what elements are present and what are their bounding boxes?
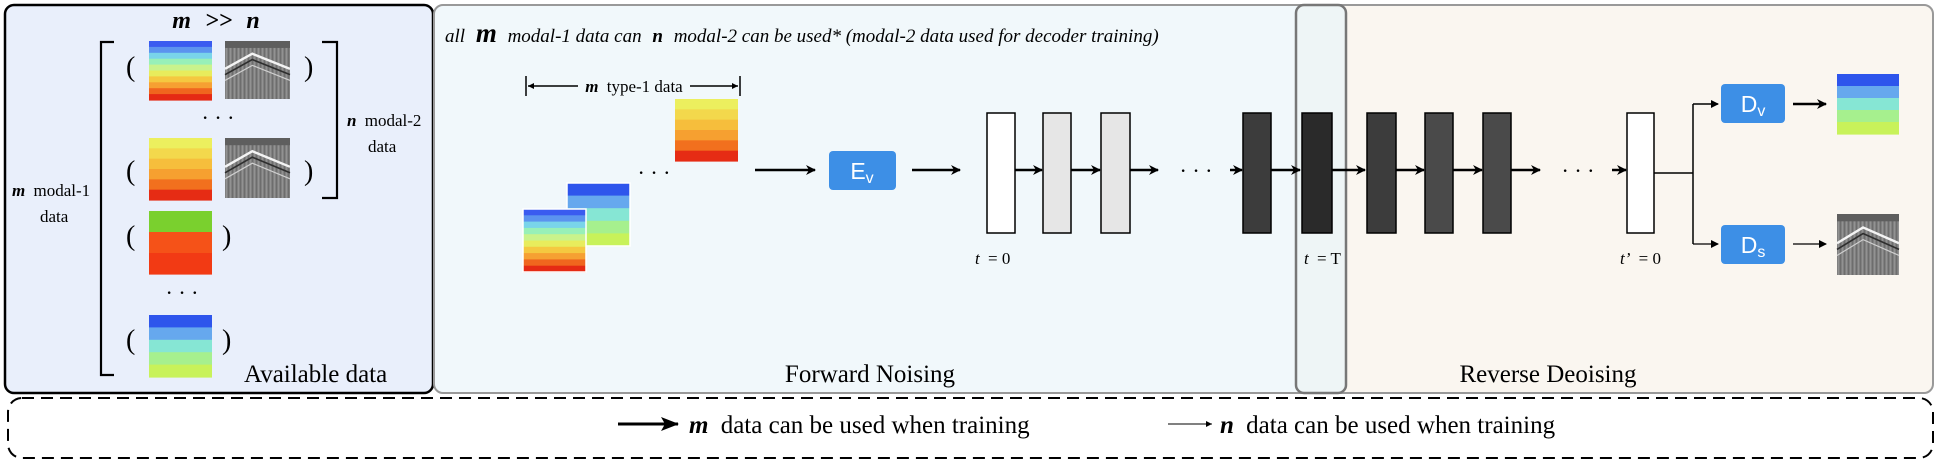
legend-thick-text: m data can be used when training <box>689 412 1030 439</box>
decoder-dv-block <box>1721 84 1785 123</box>
latent-step-t2 <box>1100 112 1131 234</box>
t0-label: t = 0 <box>975 249 1010 268</box>
stack-ellipsis: · · · <box>638 160 671 185</box>
seismic-thumbnail <box>224 138 291 198</box>
paren-close: ) <box>304 156 313 187</box>
velocity-model-thumbnail <box>149 315 212 378</box>
seismic-thumbnail <box>224 41 291 99</box>
paren-open: ( <box>126 325 135 356</box>
vertical-ellipsis: · · · <box>202 105 235 130</box>
ratio-n: n <box>246 8 259 34</box>
latent-step-late <box>1242 112 1272 234</box>
decoder-dv-label: Dv <box>1741 91 1766 120</box>
velocity-model-thumbnail <box>149 41 212 101</box>
encoder-ev-block <box>829 151 896 190</box>
velocity-model-stack-front <box>522 208 587 273</box>
denoise-step-2 <box>1424 112 1454 234</box>
paren-close: ) <box>222 221 231 252</box>
ratio-header: m >> n <box>172 8 259 34</box>
generated-velocity-model <box>1837 74 1899 135</box>
modal1-label: m modal-1 <box>12 181 90 200</box>
step-ellipsis: · · · <box>1180 158 1213 183</box>
modal1-bracket <box>99 40 114 377</box>
paren-close: ) <box>304 52 313 83</box>
modal2-bracket <box>322 40 339 200</box>
ratio-m: m <box>172 8 191 34</box>
tT-label: t = T <box>1304 249 1342 268</box>
encoder-ev-label: Ev <box>850 158 873 187</box>
decoder-ds-label: Ds <box>1741 232 1766 261</box>
modal1-label-data: data <box>40 207 69 226</box>
latent-step-tT <box>1301 112 1333 234</box>
paren-open: ( <box>126 156 135 187</box>
denoise-step-3 <box>1482 112 1512 234</box>
paren-open: ( <box>126 221 135 252</box>
paren-close: ) <box>222 325 231 356</box>
step-ellipsis: · · · <box>1562 158 1595 183</box>
velocity-model-thumbnail <box>149 211 212 275</box>
tprime-label: t’ = 0 <box>1620 249 1661 268</box>
modal-usage-caption: all m modal-1 data can n modal-2 can be … <box>445 18 1159 48</box>
vertical-ellipsis: · · · <box>166 280 199 305</box>
velocity-model-thumbnail <box>149 138 212 201</box>
modal2-label-data: data <box>368 137 397 156</box>
decoder-ds-block <box>1721 225 1785 264</box>
generated-seismic-data <box>1836 214 1900 275</box>
available-data-title: Available data <box>244 361 387 388</box>
modal2-label: n modal-2 <box>347 111 421 130</box>
legend-thin-text: n data can be used when training <box>1220 412 1556 439</box>
latent-step-t0 <box>986 112 1016 234</box>
velocity-model-stack-last <box>675 99 738 162</box>
denoise-step-final <box>1626 112 1655 234</box>
reverse-deoising-title: Reverse Deoising <box>1459 361 1637 388</box>
paren-open: ( <box>126 52 135 83</box>
ratio-operator: >> <box>205 8 232 34</box>
type1-span-label: m type-1 data <box>585 77 683 96</box>
latent-step-t1 <box>1042 112 1072 234</box>
forward-noising-title: Forward Noising <box>785 361 956 388</box>
denoise-step-1 <box>1366 112 1397 234</box>
